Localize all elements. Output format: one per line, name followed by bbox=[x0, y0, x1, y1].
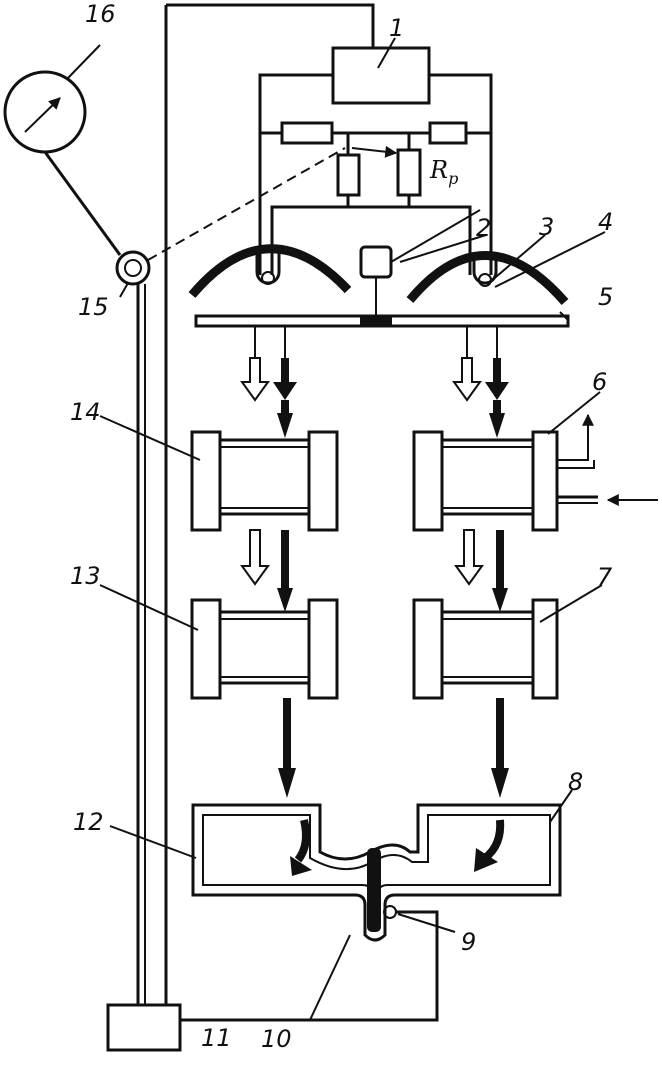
rp-label: Rp bbox=[429, 156, 458, 188]
solid-arrow-icon bbox=[492, 588, 508, 612]
number-labels: 1 2 3 4 5 6 7 8 9 10 11 12 13 14 15 16 bbox=[70, 0, 613, 1053]
probe-10 bbox=[367, 848, 381, 932]
hollow-arrow-icon bbox=[240, 357, 270, 402]
label-11: 11 bbox=[201, 1024, 232, 1052]
solid-arrow-icon bbox=[273, 358, 297, 400]
sensor-2 bbox=[359, 209, 481, 318]
reflector-right bbox=[406, 251, 569, 305]
meter-16 bbox=[3, 70, 87, 154]
cell-14 bbox=[190, 430, 339, 532]
label-10: 10 bbox=[261, 1025, 292, 1053]
label-9: 9 bbox=[461, 928, 476, 956]
solid-arrow-icon bbox=[278, 768, 296, 798]
label-5: 5 bbox=[598, 283, 613, 311]
solid-arrow-icon bbox=[290, 856, 312, 876]
label-15: 15 bbox=[78, 293, 109, 321]
label-8: 8 bbox=[568, 768, 583, 796]
hollow-arrow-icon bbox=[452, 357, 482, 402]
label-16: 16 bbox=[85, 0, 116, 28]
label-12: 12 bbox=[73, 808, 104, 836]
flow-arrows-mid bbox=[240, 529, 508, 612]
vessel bbox=[191, 803, 562, 942]
resistor-left bbox=[280, 121, 334, 145]
label-14: 14 bbox=[70, 398, 101, 426]
reflector-left bbox=[188, 244, 352, 298]
pickup-15 bbox=[115, 250, 151, 286]
resistor-rp bbox=[396, 148, 422, 197]
label-1: 1 bbox=[389, 14, 404, 42]
hollow-arrow-icon bbox=[240, 529, 270, 586]
label-4: 4 bbox=[598, 208, 613, 236]
label-6: 6 bbox=[592, 368, 607, 396]
resistor-right bbox=[428, 121, 468, 145]
solid-arrow-icon bbox=[485, 358, 509, 400]
solid-arrow-icon bbox=[491, 768, 509, 798]
label-13: 13 bbox=[70, 562, 101, 590]
block-1 bbox=[331, 46, 431, 105]
plate-5 bbox=[194, 314, 570, 328]
cell-7 bbox=[412, 598, 559, 700]
cell-6 bbox=[412, 413, 658, 532]
cell-13 bbox=[190, 598, 339, 700]
leader-lines bbox=[67, 37, 606, 1021]
solid-arrow-icon bbox=[474, 848, 498, 872]
meter-lead bbox=[43, 151, 122, 256]
cable-11 bbox=[136, 3, 375, 1005]
hollow-arrow-icon bbox=[454, 529, 484, 586]
bridge-circuit bbox=[258, 73, 493, 275]
flow-arrows-lower bbox=[278, 698, 509, 798]
label-2: 2 bbox=[476, 214, 491, 242]
label-7: 7 bbox=[597, 563, 613, 591]
resistor-vertical-left bbox=[336, 153, 361, 197]
mechanical-link bbox=[147, 147, 346, 261]
flow-arrows bbox=[240, 326, 509, 438]
block-11 bbox=[106, 1003, 182, 1052]
solid-arrow-icon bbox=[277, 588, 293, 612]
sensor-9 bbox=[180, 905, 439, 1022]
gauge-needle-icon bbox=[24, 97, 61, 133]
label-3: 3 bbox=[539, 213, 554, 241]
